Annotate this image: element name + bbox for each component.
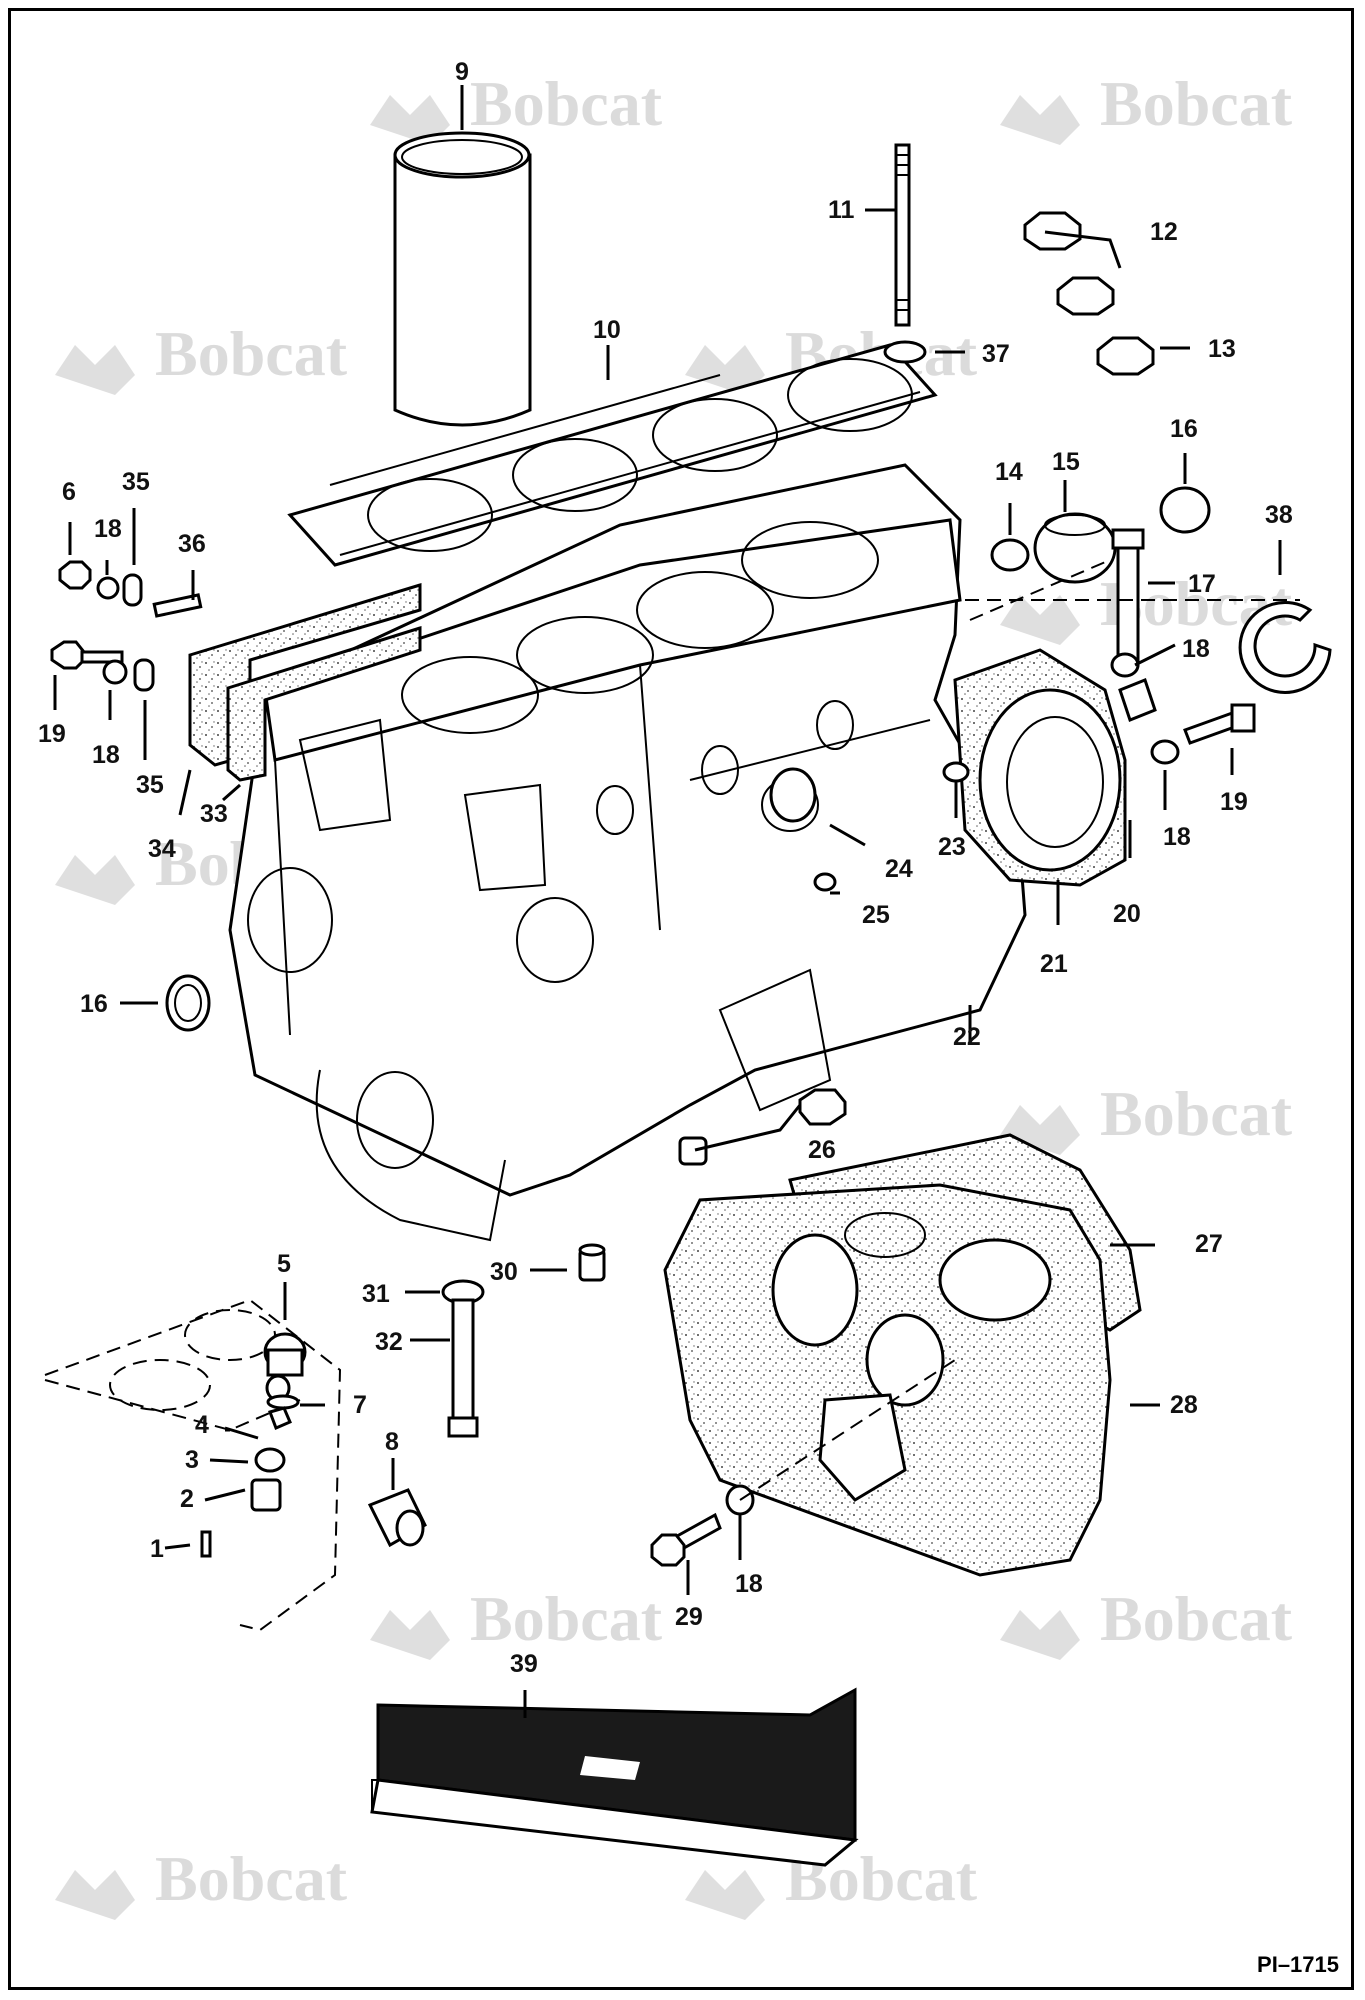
callout-27: 27	[1195, 1230, 1223, 1258]
callout-33: 33	[200, 800, 228, 828]
callout-26: 26	[808, 1136, 836, 1164]
callout-34: 34	[148, 835, 176, 863]
callout-19-right: 19	[1220, 788, 1248, 816]
callout-38: 38	[1265, 501, 1293, 529]
callout-30: 30	[490, 1258, 518, 1286]
seal-ring-38	[1238, 600, 1332, 694]
bolt-29	[650, 1512, 722, 1567]
bolt-17	[1111, 528, 1145, 667]
fitting-26b	[678, 1136, 708, 1166]
plug-16-right	[1159, 486, 1211, 534]
callout-39: 39	[510, 1650, 538, 1678]
bolt-19-right	[1183, 703, 1256, 745]
washer-18-bolt17	[1110, 652, 1140, 678]
callout-23: 23	[938, 833, 966, 861]
callout-12: 12	[1150, 218, 1178, 246]
svg-text:Bobcat: Bobcat	[470, 1583, 663, 1654]
bolt-32	[447, 1298, 479, 1438]
callout-16-left: 16	[80, 990, 108, 1018]
callout-10: 10	[593, 316, 621, 344]
callout-2: 2	[180, 1485, 194, 1513]
callout-17: 17	[1188, 570, 1216, 598]
callout-28: 28	[1170, 1391, 1198, 1419]
callout-18-right: 18	[1163, 823, 1191, 851]
plug-25	[813, 872, 837, 892]
callout-13: 13	[1208, 335, 1236, 363]
washer	[883, 340, 927, 364]
washer-18-right	[1150, 739, 1180, 765]
svg-text:Bobcat: Bobcat	[155, 318, 348, 389]
nuts	[1023, 211, 1155, 376]
head-gasket	[287, 343, 938, 567]
callout-16-right: 16	[1170, 415, 1198, 443]
engine-block	[228, 463, 1027, 1242]
callout-20: 20	[1113, 900, 1141, 928]
callout-24: 24	[885, 855, 913, 883]
callout-11: 11	[828, 196, 855, 224]
callout-35-top: 35	[122, 468, 150, 496]
svg-text:Bobcat: Bobcat	[1100, 1583, 1293, 1654]
callout-19-left: 19	[38, 720, 66, 748]
side-cover-gaskets	[188, 582, 422, 782]
callout-18-left: 18	[92, 741, 120, 769]
callout-8: 8	[385, 1428, 399, 1456]
page-reference: PI–1715	[1257, 1952, 1339, 1977]
sleeve-30	[578, 1243, 606, 1282]
gasket-sheet-39	[370, 1687, 859, 1867]
svg-text:Bobcat: Bobcat	[1100, 1078, 1293, 1149]
stud	[894, 143, 911, 327]
callout-36: 36	[178, 530, 206, 558]
callout-3: 3	[185, 1446, 199, 1474]
callout-15: 15	[1052, 448, 1080, 476]
cylinder-liner	[393, 131, 532, 427]
callout-25: 25	[862, 901, 890, 929]
svg-text:Bobcat: Bobcat	[470, 68, 663, 139]
callout-32: 32	[375, 1328, 403, 1356]
callout-5: 5	[277, 1250, 291, 1278]
callout-1: 1	[150, 1535, 164, 1563]
callout-18-bolt17: 18	[1182, 635, 1210, 663]
plug-14	[990, 538, 1030, 572]
callout-21: 21	[1040, 950, 1068, 978]
callout-18-top-left: 18	[94, 515, 122, 543]
diagram-frame	[8, 8, 1354, 1990]
leader-lines	[53, 85, 1282, 1718]
svg-text:Bobcat: Bobcat	[155, 1843, 348, 1914]
callout-7: 7	[353, 1391, 367, 1419]
left-fasteners	[50, 560, 203, 692]
callout-37: 37	[982, 340, 1010, 368]
rear-seal-housing	[953, 648, 1157, 887]
callout-4: 4	[195, 1411, 209, 1439]
svg-text:Bobcat: Bobcat	[1100, 68, 1293, 139]
callout-labels: 1 2 3 4 5 6 7 8 9 10 11 12 13 14 15 16 1…	[38, 58, 1293, 1678]
plug-23	[942, 761, 970, 783]
plug-24	[769, 767, 817, 823]
callout-14: 14	[995, 458, 1023, 486]
plug-16-left	[165, 974, 211, 1032]
callout-22: 22	[953, 1023, 981, 1051]
inset-detail	[44, 1298, 427, 1632]
cap-15	[1033, 512, 1117, 584]
callout-31: 31	[362, 1280, 390, 1308]
front-plate-28	[663, 1183, 1112, 1577]
fitting-26a	[798, 1088, 847, 1126]
callout-29: 29	[675, 1603, 703, 1631]
callout-6: 6	[62, 478, 76, 506]
callout-9: 9	[455, 58, 469, 86]
callout-35-bottom: 35	[136, 771, 164, 799]
callout-18-bolt29: 18	[735, 1570, 763, 1598]
